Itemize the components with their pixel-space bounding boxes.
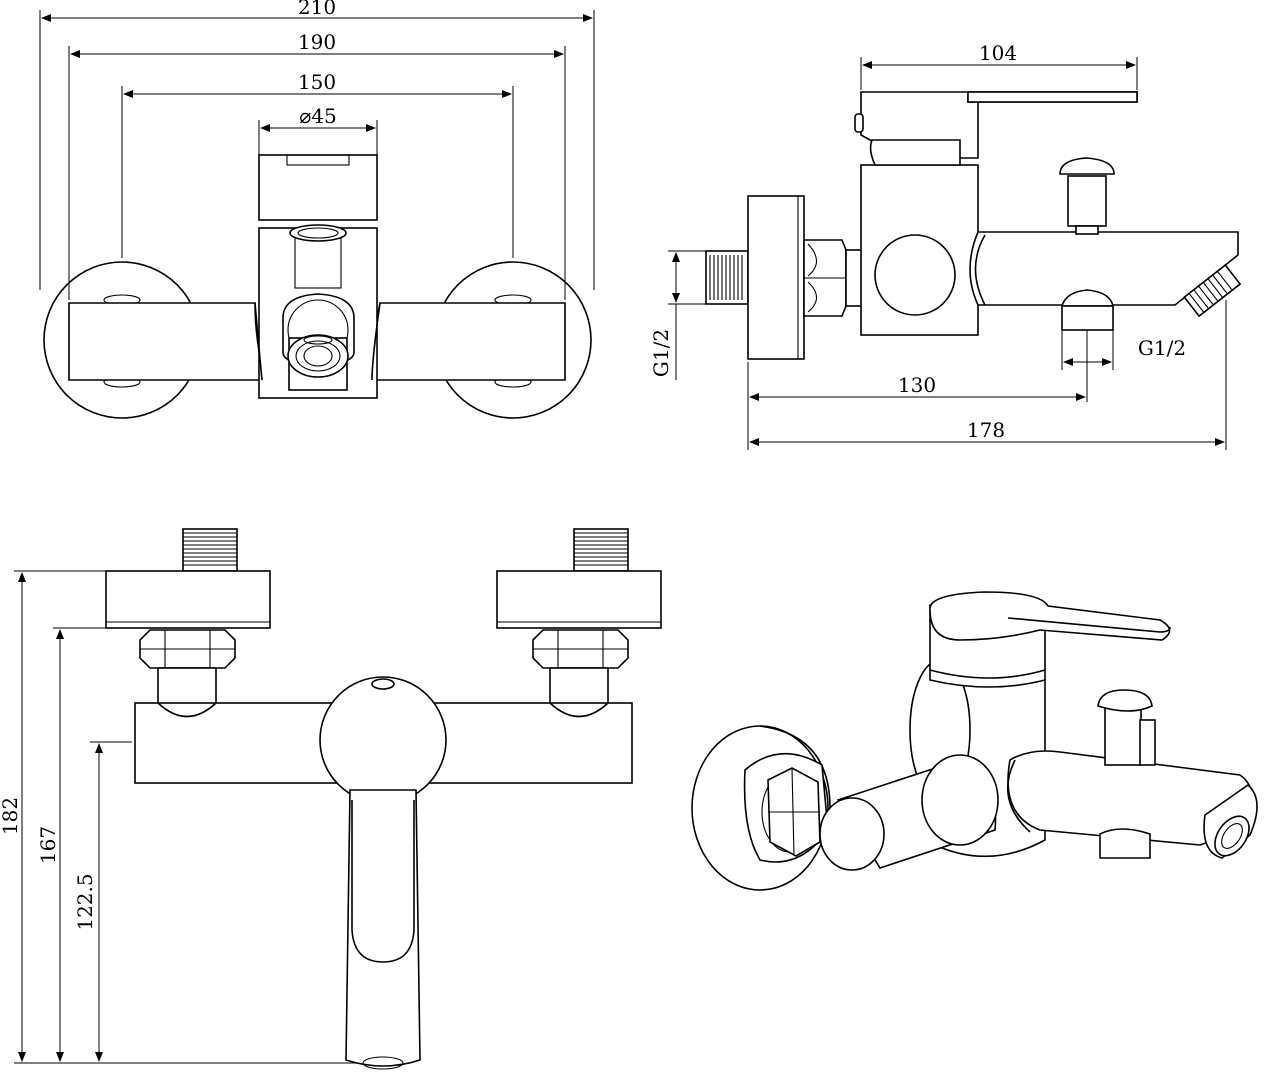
front-right-thread [573,528,629,572]
side-diverter-knob [1059,157,1115,235]
side-dimensions: 104 G1/2 G1/2 130 178 [649,41,1227,450]
dim-122-5: 122.5 [73,873,97,930]
dim-g12-outlet: G1/2 [1138,336,1186,360]
side-handle-boss [874,234,956,316]
side-view: 104 G1/2 G1/2 130 178 [649,41,1242,450]
front-left-wall-plate [105,570,271,629]
dim-182: 182 [0,797,22,835]
iso-hex-nut [767,767,821,857]
iso-outlet [1099,828,1151,859]
dim-diameter-45: ⌀45 [299,104,337,128]
top-dimensions: 210 190 150 ⌀45 [39,0,595,300]
top-body-bar [68,302,267,381]
iso-aerator [1203,783,1258,859]
front-left-hex-nut [139,629,236,669]
front-dimensions: 182 167 122.5 [0,570,380,1064]
dim-g12-inlet: G1/2 [649,329,673,377]
dim-167: 167 [36,826,60,864]
front-right-wall-plate [496,570,662,629]
front-lever [345,789,421,1067]
top-view: 210 190 150 ⌀45 [39,0,595,419]
side-inlet-thread [705,250,749,305]
front-left-thread [182,528,238,572]
side-aerator [1183,264,1242,318]
front-handle-disc [319,676,447,804]
dim-130: 130 [898,373,936,397]
iso-lever [929,591,1171,641]
iso-handle-end [819,797,885,871]
isometric-view [691,591,1258,891]
front-right-hex-nut [532,629,629,669]
dim-210: 210 [298,0,336,19]
side-wall-plate [747,195,805,360]
front-view: 182 167 122.5 [0,528,662,1070]
dim-104: 104 [979,41,1017,65]
dim-190: 190 [298,30,336,54]
dim-178: 178 [967,418,1005,442]
side-outlet [1060,289,1114,331]
iso-diverter-knob [1097,689,1156,766]
dim-150: 150 [298,70,336,94]
